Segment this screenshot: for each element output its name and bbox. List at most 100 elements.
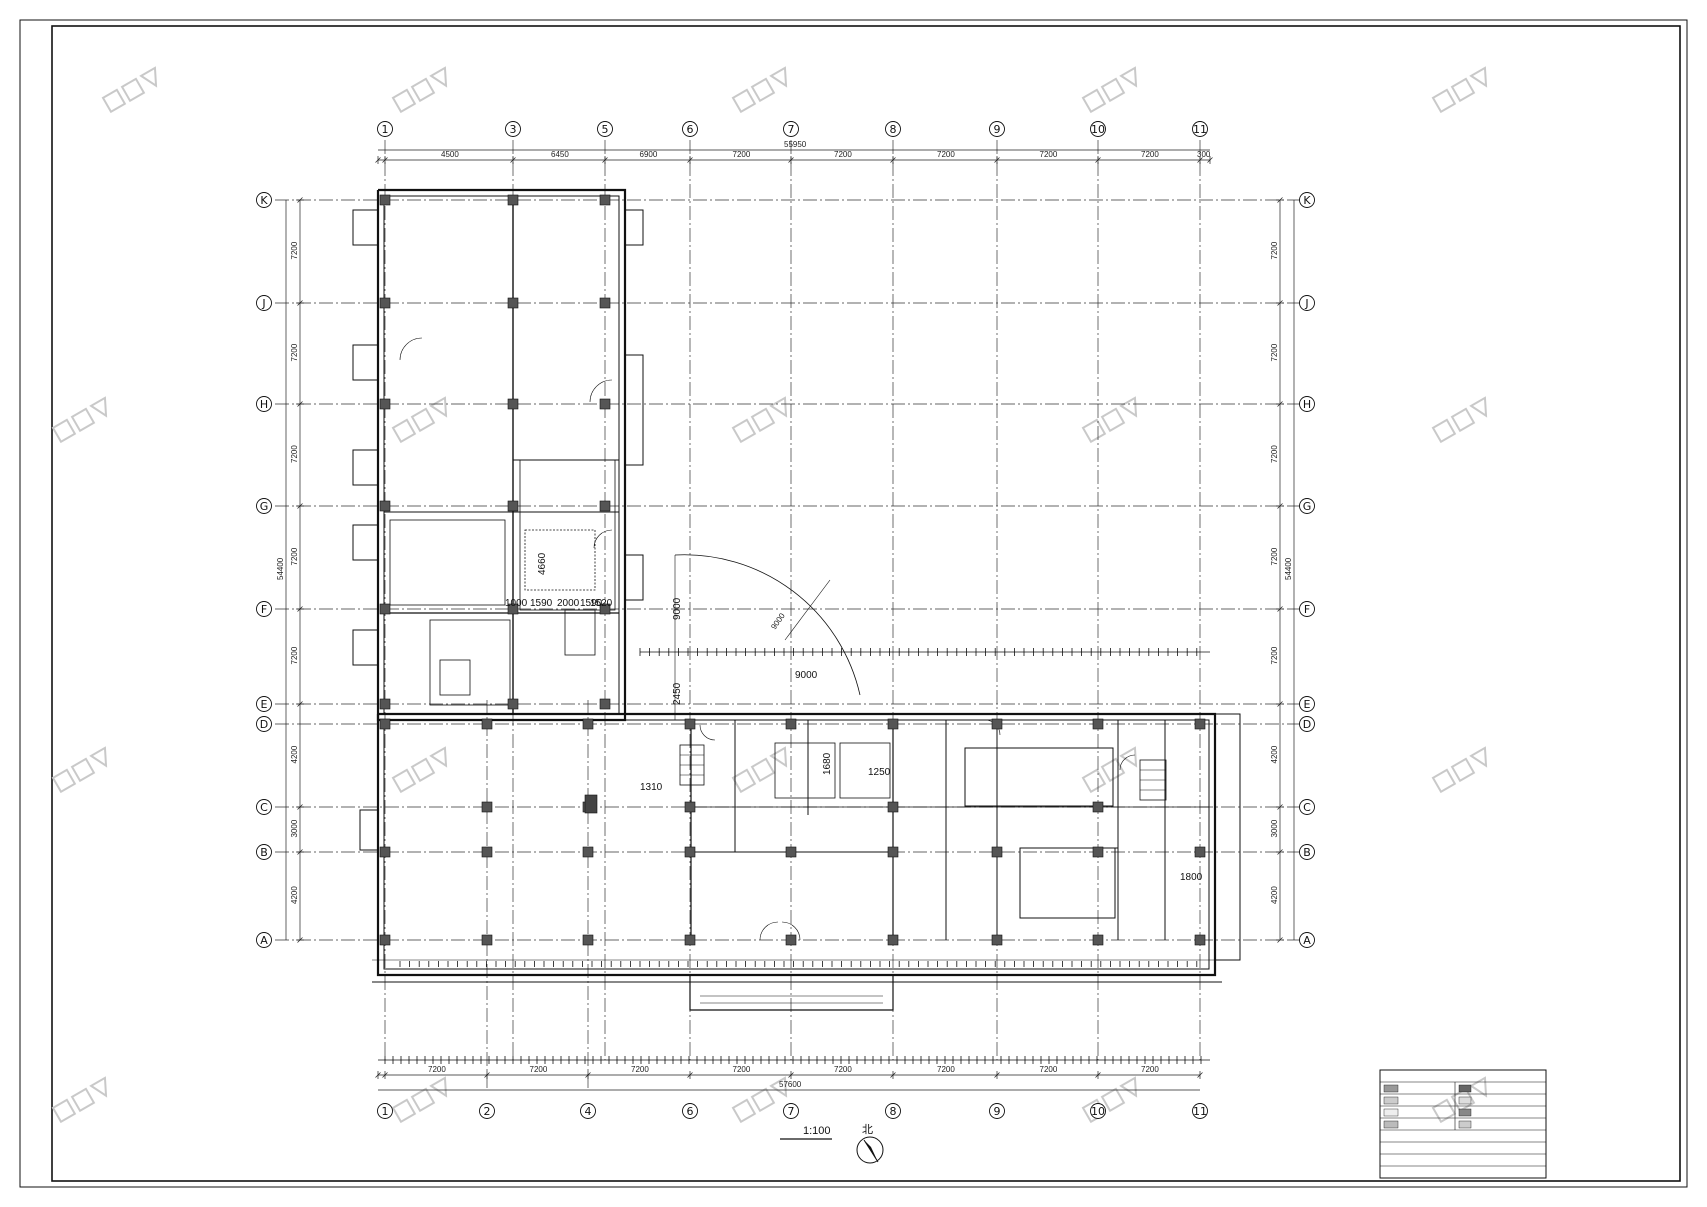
grid-bubble-label: C <box>260 801 268 814</box>
dim-label: 9000 <box>795 670 818 681</box>
structural-column <box>599 603 611 615</box>
grid-bubble-label: 5 <box>602 123 609 136</box>
watermark-stroke <box>120 77 146 103</box>
dimension-slash <box>687 157 693 163</box>
grid-bubble-label: B <box>260 846 268 859</box>
grid-bubble-label: 1 <box>382 123 389 136</box>
dimension-slash <box>890 1072 896 1078</box>
grid-bubble <box>256 601 272 617</box>
structural-column <box>379 398 391 410</box>
grid-bubble-label: 1 <box>382 1105 389 1118</box>
structural-column <box>887 801 899 813</box>
dimension-slash <box>1277 849 1283 855</box>
dimension-text: 4200 <box>1270 745 1279 763</box>
dimension-text: 7200 <box>937 150 955 159</box>
watermark-stroke <box>1119 746 1138 768</box>
structural-column <box>599 297 611 309</box>
dimension-slash <box>297 503 303 509</box>
watermark-icon <box>391 746 448 794</box>
watermark-stroke <box>410 757 436 783</box>
dimension-slash <box>1277 606 1283 612</box>
structural-column <box>1194 846 1206 858</box>
grid-bubble <box>682 1103 698 1119</box>
grid-bubble-label: 10 <box>1091 1105 1105 1118</box>
north-arrow-icon: 北 <box>856 1123 884 1164</box>
grid-bubble-label: D <box>260 718 268 731</box>
grid-bubble-label: 3 <box>510 123 517 136</box>
grid-bubble <box>1299 716 1315 732</box>
grid-bubble <box>989 1103 1005 1119</box>
grid-bubble <box>505 121 521 137</box>
watermark-stroke <box>1431 418 1457 444</box>
grid-bubble <box>1299 844 1315 860</box>
watermark-stroke <box>429 66 448 88</box>
dimension-slash <box>375 157 381 163</box>
dimension-slash <box>297 401 303 407</box>
watermark-icon <box>1431 66 1488 114</box>
structural-column <box>1092 718 1104 730</box>
dimension-text: 4200 <box>290 886 299 904</box>
watermark-stroke <box>769 66 788 88</box>
dimension-text: 7200 <box>733 1065 751 1074</box>
grid-bubble-label: A <box>260 934 268 947</box>
grid-bubble <box>1090 121 1106 137</box>
watermark-stroke <box>1450 1087 1476 1113</box>
structural-column <box>1092 846 1104 858</box>
grid-bubble <box>1299 932 1315 948</box>
dimension-text: 7200 <box>1270 445 1279 463</box>
watermark-stroke <box>391 418 417 444</box>
dimension-slash <box>375 1072 381 1078</box>
dimension-lines <box>285 149 1295 1091</box>
structural-column <box>887 718 899 730</box>
watermark-stroke <box>51 1098 77 1124</box>
dimension-text: 3000 <box>1270 819 1279 837</box>
grid-bubble <box>1299 396 1315 412</box>
structural-column <box>582 846 594 858</box>
east-porch <box>1215 713 1241 961</box>
structural-column <box>684 846 696 858</box>
watermark-icon <box>391 396 448 444</box>
watermark-stroke <box>1100 757 1126 783</box>
dimension-slash <box>1277 197 1283 203</box>
grid-bubble-label: F <box>1304 603 1310 616</box>
watermark-stroke <box>391 1098 417 1124</box>
watermark-stroke <box>1469 66 1488 88</box>
grid-bubble-label: G <box>260 500 269 513</box>
watermark-stroke <box>1100 1087 1126 1113</box>
dimension-text-total: 57600 <box>779 1080 802 1089</box>
structural-column <box>481 801 493 813</box>
grid-bubble-label: B <box>1303 846 1311 859</box>
dim-label: 2000 <box>557 598 580 609</box>
grid-bubble <box>989 121 1005 137</box>
facade-openings <box>378 648 1210 1064</box>
grid-bubble-label: 6 <box>687 123 694 136</box>
dimension-slash <box>297 606 303 612</box>
watermark-stroke <box>410 77 436 103</box>
watermark-stroke <box>750 77 776 103</box>
watermark-stroke <box>89 396 108 418</box>
dimension-slash <box>1277 401 1283 407</box>
dimension-text: 3000 <box>290 819 299 837</box>
dimension-slash <box>1095 1072 1101 1078</box>
grid-bubble <box>256 799 272 815</box>
watermark-icon <box>391 1076 448 1124</box>
watermark-stroke <box>429 396 448 418</box>
dimension-slash <box>297 937 303 943</box>
dimension-slash <box>687 1072 693 1078</box>
watermark-stroke <box>391 768 417 794</box>
dimension-text: 7200 <box>937 1065 955 1074</box>
watermark-icon <box>1431 396 1488 444</box>
dimension-text: 7200 <box>1141 150 1159 159</box>
main-block-outer-wall <box>376 712 1217 977</box>
grid-bubble <box>682 121 698 137</box>
watermark-stroke <box>1450 77 1476 103</box>
dimension-text: 7200 <box>733 150 751 159</box>
watermark-stroke <box>1119 396 1138 418</box>
watermark-stroke <box>750 1087 776 1113</box>
dimension-slash <box>382 157 388 163</box>
dimension-slash <box>1277 937 1283 943</box>
watermark-stroke <box>731 768 757 794</box>
dim-label: 2450 <box>672 682 683 705</box>
